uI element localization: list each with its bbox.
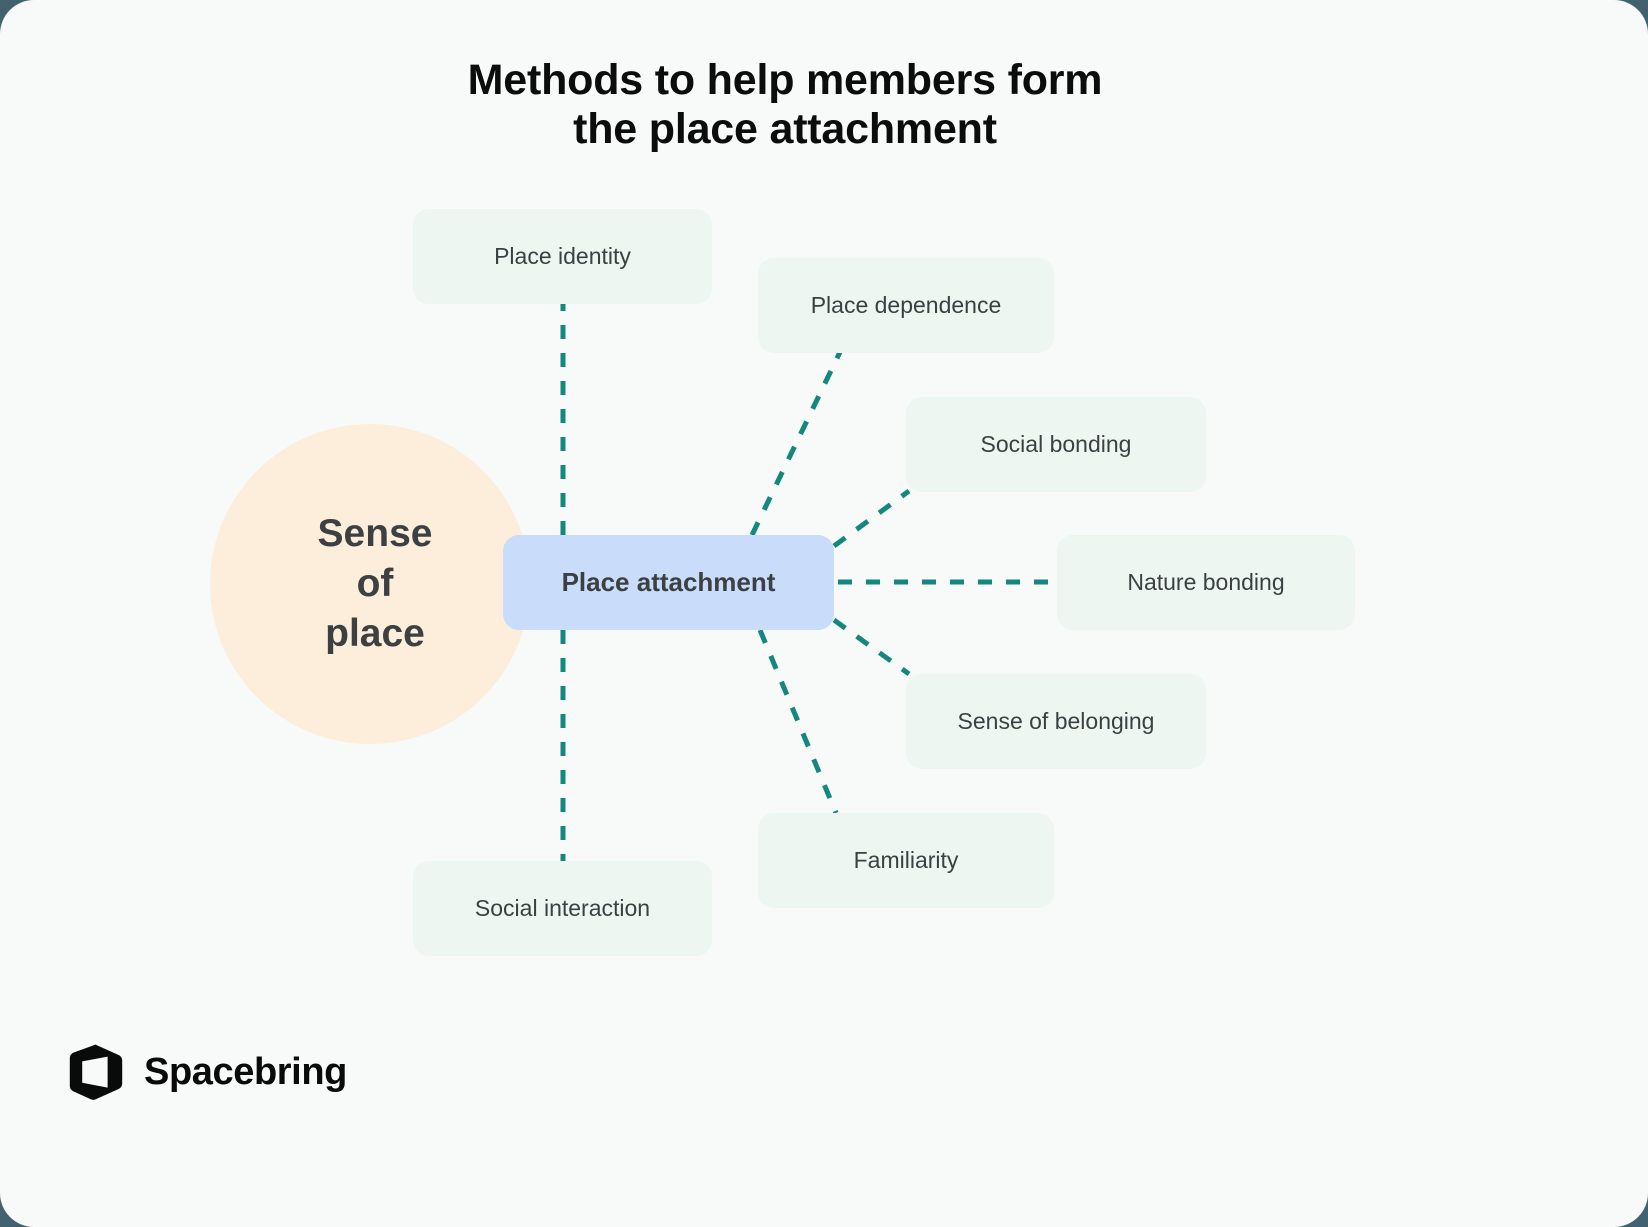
- center-node-place-attachment[interactable]: Place attachment: [503, 535, 834, 630]
- node-familiarity-label: Familiarity: [853, 847, 959, 873]
- node-place-dependence[interactable]: Place dependence: [758, 258, 1054, 353]
- node-sense-of-belonging-label: Sense of belonging: [957, 708, 1155, 734]
- node-social-interaction[interactable]: Social interaction: [413, 861, 712, 956]
- edge-place-dependence: [749, 350, 843, 537]
- node-place-dependence-label: Place dependence: [810, 292, 1002, 318]
- node-familiarity[interactable]: Familiarity: [758, 813, 1054, 908]
- center-node-label: Place attachment: [561, 567, 776, 597]
- node-place-identity-label: Place identity: [494, 243, 631, 269]
- node-social-interaction-label: Social interaction: [474, 895, 651, 921]
- node-sense-of-belonging[interactable]: Sense of belonging: [906, 674, 1206, 769]
- spacebring-wordmark: Spacebring: [144, 1050, 347, 1093]
- spacebring-cube-icon: [69, 1044, 123, 1100]
- node-place-identity[interactable]: Place identity: [413, 209, 712, 304]
- node-nature-bonding-label: Nature bonding: [1127, 569, 1285, 595]
- node-social-bonding-label: Social bonding: [980, 431, 1132, 457]
- edge-familiarity: [757, 629, 839, 814]
- node-nature-bonding[interactable]: Nature bonding: [1057, 535, 1355, 630]
- page-title: Methods to help members form the place a…: [467, 56, 1103, 154]
- sense-of-place-circle: Sense of place: [210, 424, 530, 744]
- edge-sense-of-belonging: [832, 617, 911, 677]
- node-social-bonding[interactable]: Social bonding: [906, 397, 1206, 492]
- edge-social-bonding: [832, 488, 911, 549]
- sense-of-place-label: Sense of place: [317, 512, 433, 655]
- spacebring-logo: Spacebring: [68, 1043, 347, 1101]
